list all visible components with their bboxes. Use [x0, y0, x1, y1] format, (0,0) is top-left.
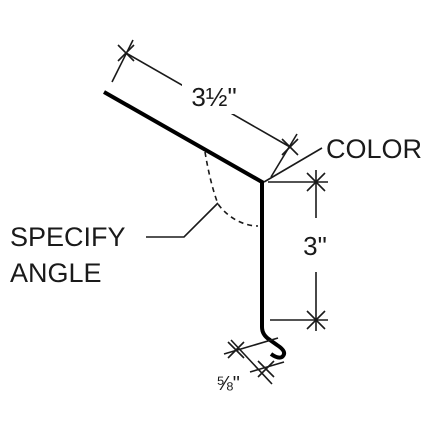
callout-color: COLOR — [263, 134, 422, 183]
tick-mark — [117, 44, 135, 62]
dimension-label-leg-length: 3½" — [191, 82, 236, 112]
tick-mark — [227, 341, 245, 359]
tick-mark — [306, 310, 326, 330]
trim-profile — [103, 90, 287, 360]
callout-angle-label: ANGLE — [10, 258, 102, 288]
dimension-label-hem: ⅝" — [216, 373, 240, 395]
tick-mark — [281, 138, 299, 156]
leader-line-color — [263, 147, 323, 183]
dimension-hem: ⅝" — [216, 337, 285, 395]
tick-mark — [306, 172, 326, 192]
callout-specify-label: SPECIFY — [10, 222, 126, 252]
extension-line-leg-end — [270, 133, 298, 178]
dimension-label-height: 3" — [303, 231, 327, 261]
label-gap-leg — [182, 78, 248, 114]
dimension-leg-length: 3½" — [111, 39, 299, 178]
callout-color-label: COLOR — [326, 134, 422, 164]
tick-mark — [257, 360, 275, 378]
leader-line-specify-angle — [146, 202, 219, 238]
dimension-height: 3" — [268, 170, 328, 331]
callout-specify-angle: SPECIFY ANGLE — [10, 202, 219, 288]
extension-line-leg-start — [111, 39, 134, 83]
trim-profile-path — [103, 90, 287, 360]
extension-line-hem-top — [223, 337, 279, 355]
